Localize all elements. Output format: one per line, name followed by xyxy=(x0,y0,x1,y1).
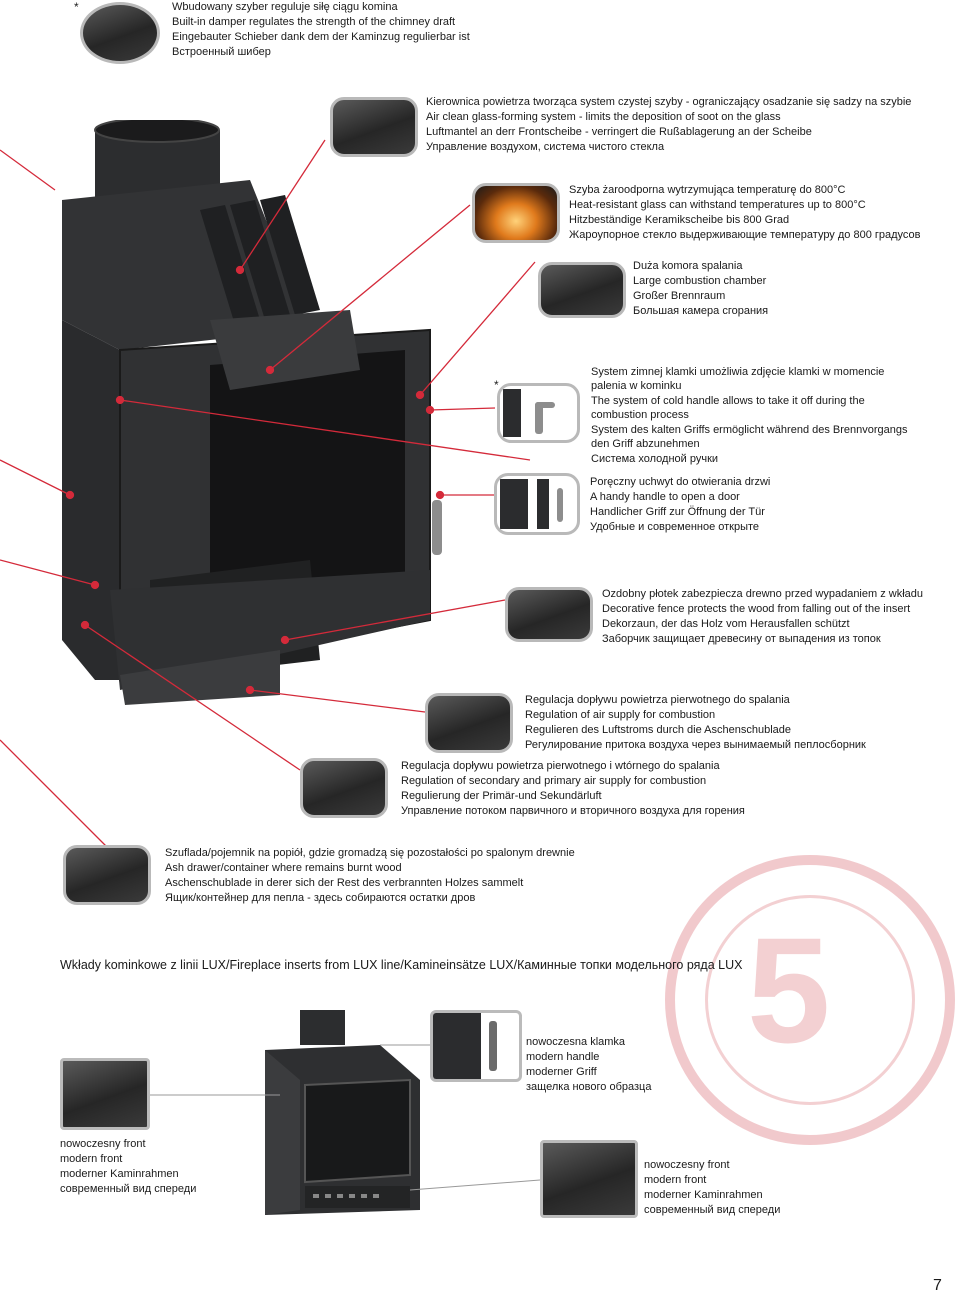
primary-air-callout-text: Regulacja dopływu powietrza pierwotnego … xyxy=(525,693,866,753)
front-right-line-de: moderner Kaminrahmen xyxy=(644,1189,763,1201)
damper-line-en: Built-in damper regulates the strength o… xyxy=(172,16,456,28)
ash-drawer-line-ru: Ящик/контейнер для пепла - здесь собираю… xyxy=(165,892,476,904)
primary-air-line-pl: Regulacja dopływu powietrza pierwotnego … xyxy=(525,694,790,706)
door-handle-line-ru: Удобные и современное открыте xyxy=(590,521,760,533)
modern-handle-line-ru: защелка нового образца xyxy=(526,1081,652,1093)
leader-lines xyxy=(0,139,536,861)
air-clean-line-pl: Kierownica powietrza tworząca system czy… xyxy=(426,96,912,108)
front-right-text: nowoczesny front modern front moderner K… xyxy=(644,1158,780,1218)
chamber-line-de: Großer Brennraum xyxy=(633,290,726,302)
chamber-line-en: Large combustion chamber xyxy=(633,275,767,287)
modern-handle-text: nowoczesna klamka modern handle moderner… xyxy=(526,1035,651,1095)
glass-callout-text: Szyba żaroodporna wytrzymująca temperatu… xyxy=(569,183,921,243)
fence-line-pl: Ozdobny płotek zabezpiecza drewno przed … xyxy=(602,588,924,600)
lux-insert-illustration xyxy=(265,1010,420,1215)
guarantee-stamp: 5 xyxy=(665,855,955,1145)
door-handle-callout-text: Poręczny uchwyt do otwierania drzwi A ha… xyxy=(590,475,770,535)
cold-handle-line-de-1: System des kalten Griffs ermöglicht währ… xyxy=(591,424,908,436)
front-left-text: nowoczesny front modern front moderner K… xyxy=(60,1137,196,1197)
air-clean-line-de: Luftmantel an derr Frontscheibe - verrin… xyxy=(426,126,812,138)
chamber-thumbnail xyxy=(538,262,626,318)
modern-handle-line-de: moderner Griff xyxy=(526,1066,597,1078)
damper-thumbnail xyxy=(80,2,160,64)
damper-callout-text: Wbudowany szyber reguluje siłę ciągu kom… xyxy=(172,0,470,60)
front-left-line-de: moderner Kaminrahmen xyxy=(60,1168,179,1180)
lux-connector-lines xyxy=(150,1044,541,1191)
stamp-number: 5 xyxy=(747,906,831,1074)
door-handle-drawing xyxy=(500,479,563,529)
air-clean-thumbnail xyxy=(330,97,418,157)
cold-handle-line-en-2: combustion process xyxy=(591,408,689,421)
front-left-line-en: modern front xyxy=(60,1153,123,1165)
door-handle-line-pl: Poręczny uchwyt do otwierania drzwi xyxy=(590,476,771,488)
fence-thumbnail xyxy=(505,587,593,642)
modern-handle-drawing xyxy=(433,1013,497,1079)
door-handle-thumbnail xyxy=(494,473,580,535)
stamp-inner-ring xyxy=(705,895,915,1105)
glass-line-en: Heat-resistant glass can withstand tempe… xyxy=(569,199,866,211)
cold-handle-line-pl-2: palenia w kominku xyxy=(591,379,682,392)
door-handle-line-en: A handy handle to open a door xyxy=(590,491,740,503)
fence-callout-text: Ozdobny płotek zabezpiecza drewno przed … xyxy=(602,587,923,647)
air-clean-callout-text: Kierownica powietrza tworząca system czy… xyxy=(426,95,911,155)
secondary-air-callout-text: Regulacja dopływu powietrza pierwotnego … xyxy=(401,759,745,819)
cold-handle-line-de-2: den Griff abzunehmen xyxy=(591,437,700,450)
primary-air-line-de: Regulieren des Luftstroms durch die Asch… xyxy=(525,724,791,736)
cold-handle-asterisk: * xyxy=(494,378,499,392)
damper-asterisk: * xyxy=(74,0,79,14)
chamber-line-pl: Duża komora spalania xyxy=(633,260,743,272)
door-handle-line-de: Handlicher Griff zur Öffnung der Tür xyxy=(590,506,765,518)
secondary-air-line-en: Regulation of secondary and primary air … xyxy=(401,775,707,787)
cold-handle-callout-text: System zimnej klamki umożliwia zdjęcie k… xyxy=(591,366,908,467)
chamber-callout-text: Duża komora spalania Large combustion ch… xyxy=(633,259,768,319)
fence-line-de: Dekorzaun, der das Holz vom Herausfallen… xyxy=(602,618,850,630)
modern-handle-thumbnail xyxy=(430,1010,522,1082)
damper-line-ru: Встроенный шибер xyxy=(172,46,271,58)
ash-drawer-thumbnail xyxy=(63,845,151,905)
glass-line-de: Hitzbeständige Keramikscheibe bis 800 Gr… xyxy=(569,214,790,226)
fence-line-ru: Заборчик защищает древесину от выпадения… xyxy=(602,633,881,645)
damper-line-de: Eingebauter Schieber dank dem der Kaminz… xyxy=(172,31,470,43)
front-right-line-en: modern front xyxy=(644,1174,707,1186)
front-right-line-pl: nowoczesny front xyxy=(644,1159,730,1171)
lux-heading: Wkłady kominkowe z linii LUX/Fireplace i… xyxy=(60,958,743,972)
fire-glass-thumbnail xyxy=(472,183,560,243)
glass-line-ru: Жароупорное стекло выдерживающие темпера… xyxy=(569,229,921,241)
cold-handle-thumbnail xyxy=(497,383,580,443)
front-left-line-pl: nowoczesny front xyxy=(60,1138,146,1150)
cold-handle-line-pl-1: System zimnej klamki umożliwia zdjęcie k… xyxy=(591,366,885,378)
cold-handle-line-en-1: The system of cold handle allows to take… xyxy=(591,395,865,407)
front-left-line-ru: современный вид спереди xyxy=(60,1183,197,1195)
secondary-air-thumbnail xyxy=(300,758,388,818)
ash-drawer-callout-text: Szuflada/pojemnik na popiół, gdzie groma… xyxy=(165,846,575,906)
cold-handle-line-ru: Система холодной ручки xyxy=(591,453,719,465)
front-right-thumbnail xyxy=(540,1140,638,1218)
secondary-air-line-de: Regulierung der Primär-und Sekundärluft xyxy=(401,790,602,802)
cold-handle-drawing xyxy=(503,389,555,437)
primary-air-line-ru: Регулирование притока воздуха через выни… xyxy=(525,739,866,751)
modern-handle-line-en: modern handle xyxy=(526,1051,600,1063)
glass-line-pl: Szyba żaroodporna wytrzymująca temperatu… xyxy=(569,184,846,196)
primary-air-thumbnail xyxy=(425,693,513,753)
damper-line-pl: Wbudowany szyber reguluje siłę ciągu kom… xyxy=(172,1,398,13)
secondary-air-line-ru: Управление потоком парвичного и вторично… xyxy=(401,805,745,817)
ash-drawer-line-pl: Szuflada/pojemnik na popiół, gdzie groma… xyxy=(165,847,575,859)
ash-drawer-line-en: Ash drawer/container where remains burnt… xyxy=(165,862,402,874)
front-right-line-ru: современный вид спереди xyxy=(644,1204,781,1216)
secondary-air-line-pl: Regulacja dopływu powietrza pierwotnego … xyxy=(401,760,720,772)
ash-drawer-line-de: Aschenschublade in derer sich der Rest d… xyxy=(165,877,524,889)
page-number: 7 xyxy=(933,1277,942,1294)
chamber-line-ru: Большая камера сгорания xyxy=(633,305,769,317)
modern-handle-line-pl: nowoczesna klamka xyxy=(526,1036,626,1048)
fence-line-en: Decorative fence protects the wood from … xyxy=(602,603,911,615)
fireplace-insert-illustration xyxy=(62,120,442,705)
front-left-thumbnail xyxy=(60,1058,150,1130)
primary-air-line-en: Regulation of air supply for combustion xyxy=(525,709,716,721)
air-clean-line-en: Air clean glass-forming system - limits … xyxy=(426,111,781,123)
air-clean-line-ru: Управление воздухом, система чистого сте… xyxy=(426,141,665,153)
